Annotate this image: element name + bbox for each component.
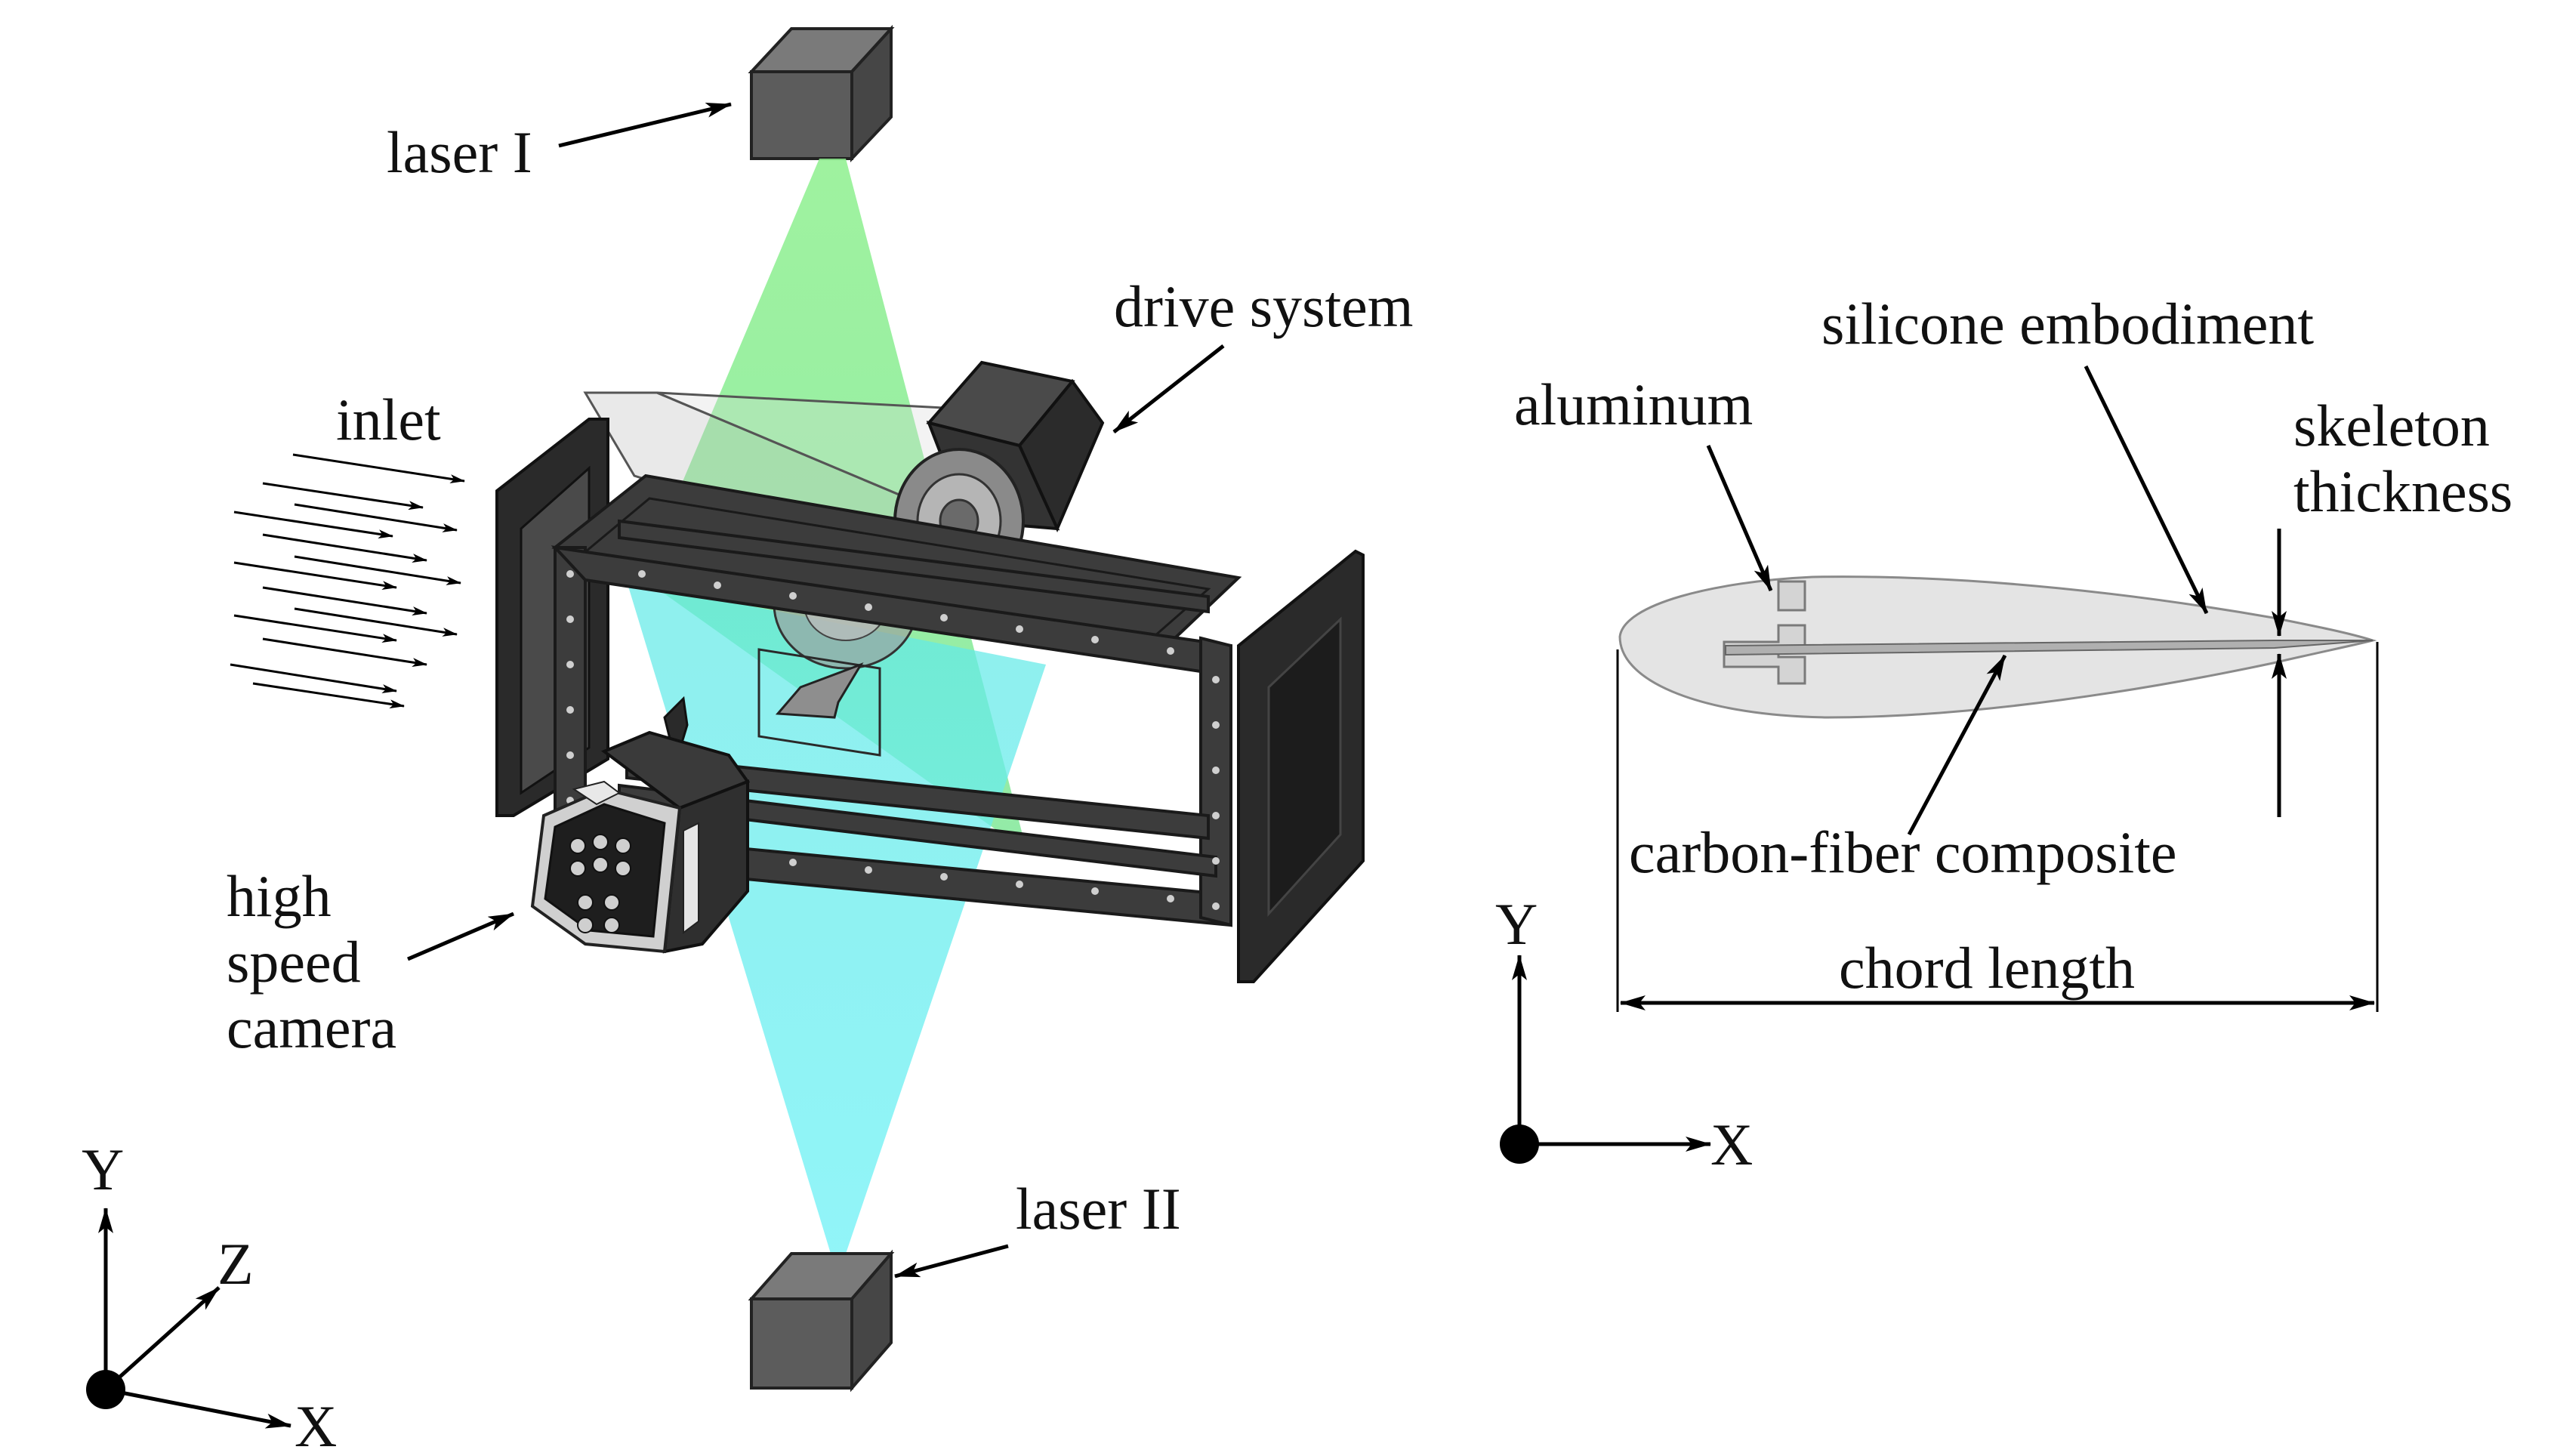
drive-system-label: drive system (1114, 273, 1413, 339)
axis3d-y-label: Y (82, 1137, 124, 1202)
camera-label-line1: high (227, 863, 332, 929)
aluminum-leader (1706, 445, 1773, 591)
laser-2-label: laser II (1016, 1176, 1181, 1242)
axis-triad-3d: Y Z X (82, 1137, 337, 1456)
axis-triad-2d: Y X (1495, 891, 1753, 1177)
laser-1-leader (558, 102, 732, 148)
carbon-fiber-skeleton (1725, 640, 2374, 656)
axis2d-y-label: Y (1495, 891, 1538, 957)
high-speed-camera (530, 696, 751, 954)
silicone-leader (2084, 365, 2209, 615)
skeleton-label-line1: skeleton (2293, 393, 2490, 458)
outlet-flange (1237, 549, 1365, 983)
silicone-label: silicone embodiment (1821, 291, 2314, 356)
skeleton-label-line2: thickness (2293, 458, 2512, 524)
inlet-flange (495, 418, 609, 817)
camera-label-line3: camera (227, 995, 396, 1060)
camera-label-line2: speed (227, 929, 361, 995)
cyan-light-sheet (627, 581, 1046, 1254)
camera-leader (407, 912, 514, 961)
laser-2-leader (894, 1244, 1009, 1279)
foil-cross-section: silicone embodiment aluminum skeleton th… (1495, 291, 2512, 1177)
drive-system-leader (1112, 344, 1225, 433)
flexible-foil (775, 662, 864, 719)
carbon-leader (1907, 654, 2007, 836)
field-of-view (757, 648, 881, 757)
inlet-label: inlet (336, 387, 441, 452)
carbon-label: carbon-fiber composite (1629, 819, 2177, 885)
test-section (495, 360, 1365, 983)
laser-1-label: laser I (387, 119, 532, 185)
aluminum-label: aluminum (1514, 372, 1753, 437)
aluminum-insert (1723, 580, 1806, 685)
laser-2-box (748, 1249, 895, 1393)
chord-label: chord length (1839, 935, 2135, 1001)
inlet-flow-arrows (230, 453, 465, 709)
laser-1-box (748, 24, 895, 163)
axis3d-z-label: Z (217, 1231, 254, 1297)
axis2d-x-label: X (1710, 1112, 1753, 1177)
axis3d-x-label: X (295, 1393, 337, 1456)
setup-3d: laser I drive system inlet high speed ca… (82, 24, 1413, 1456)
